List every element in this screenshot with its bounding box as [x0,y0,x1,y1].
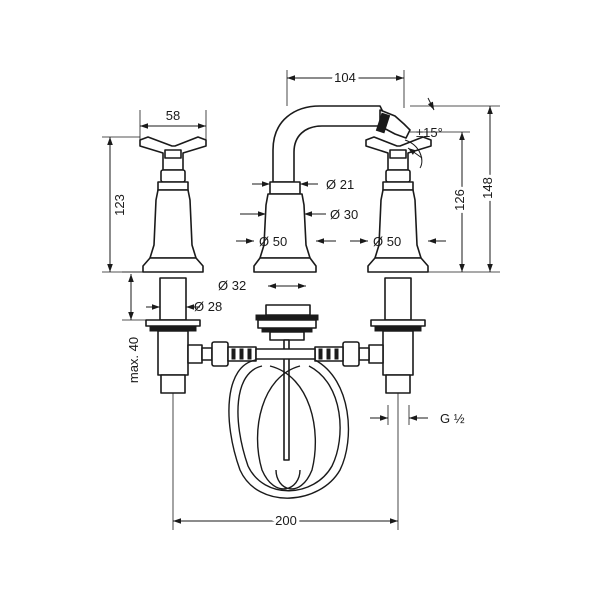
dimension-center-distance: 200 [173,510,398,531]
dim-label-g-half: G ½ [440,411,465,426]
dim-label-21: Ø 21 [326,177,354,192]
dim-label-28: Ø 28 [194,299,222,314]
dim-label-32: Ø 32 [218,278,246,293]
dimension-height-148: 148 [477,106,498,272]
dim-label-104: 104 [334,70,356,85]
dim-label-126: 126 [452,189,467,211]
dim-label-50-left: Ø 50 [259,234,287,249]
dim-label-148: 148 [480,177,495,199]
dimension-spout-tilt: ±15° [404,97,443,169]
dimension-max-thickness: max. 40 [126,274,141,383]
dim-label-200: 200 [275,513,297,528]
dim-label-tilt: ±15° [416,125,443,140]
dimension-height-126: 126 [449,132,470,272]
dimension-thread-diameter: Ø 32 [218,278,306,293]
extension-lines [102,70,500,530]
dim-label-58: 58 [166,108,180,123]
dimension-spout-reach: 104 [287,67,404,88]
dimension-handle-width: 58 [140,108,206,129]
dimension-shank-diameter: Ø 28 [146,299,222,314]
dimension-base-diameter-right: Ø 50 [350,234,446,249]
dim-label-30: Ø 30 [330,207,358,222]
dim-label-123: 123 [112,194,127,216]
dimension-body-diameter: Ø 30 [240,207,358,222]
center-spout [253,105,411,461]
left-valve [139,136,207,394]
dimension-base-diameter-left: Ø 50 [236,234,336,249]
right-valve [365,136,432,394]
dimension-neck-diameter: Ø 21 [252,177,354,192]
connection-hoses [201,341,370,499]
dimension-connection-thread: G ½ [370,411,465,426]
dimension-valve-height: 123 [107,137,127,272]
dim-label-max-40: max. 40 [126,337,141,383]
dim-label-50-right: Ø 50 [373,234,401,249]
